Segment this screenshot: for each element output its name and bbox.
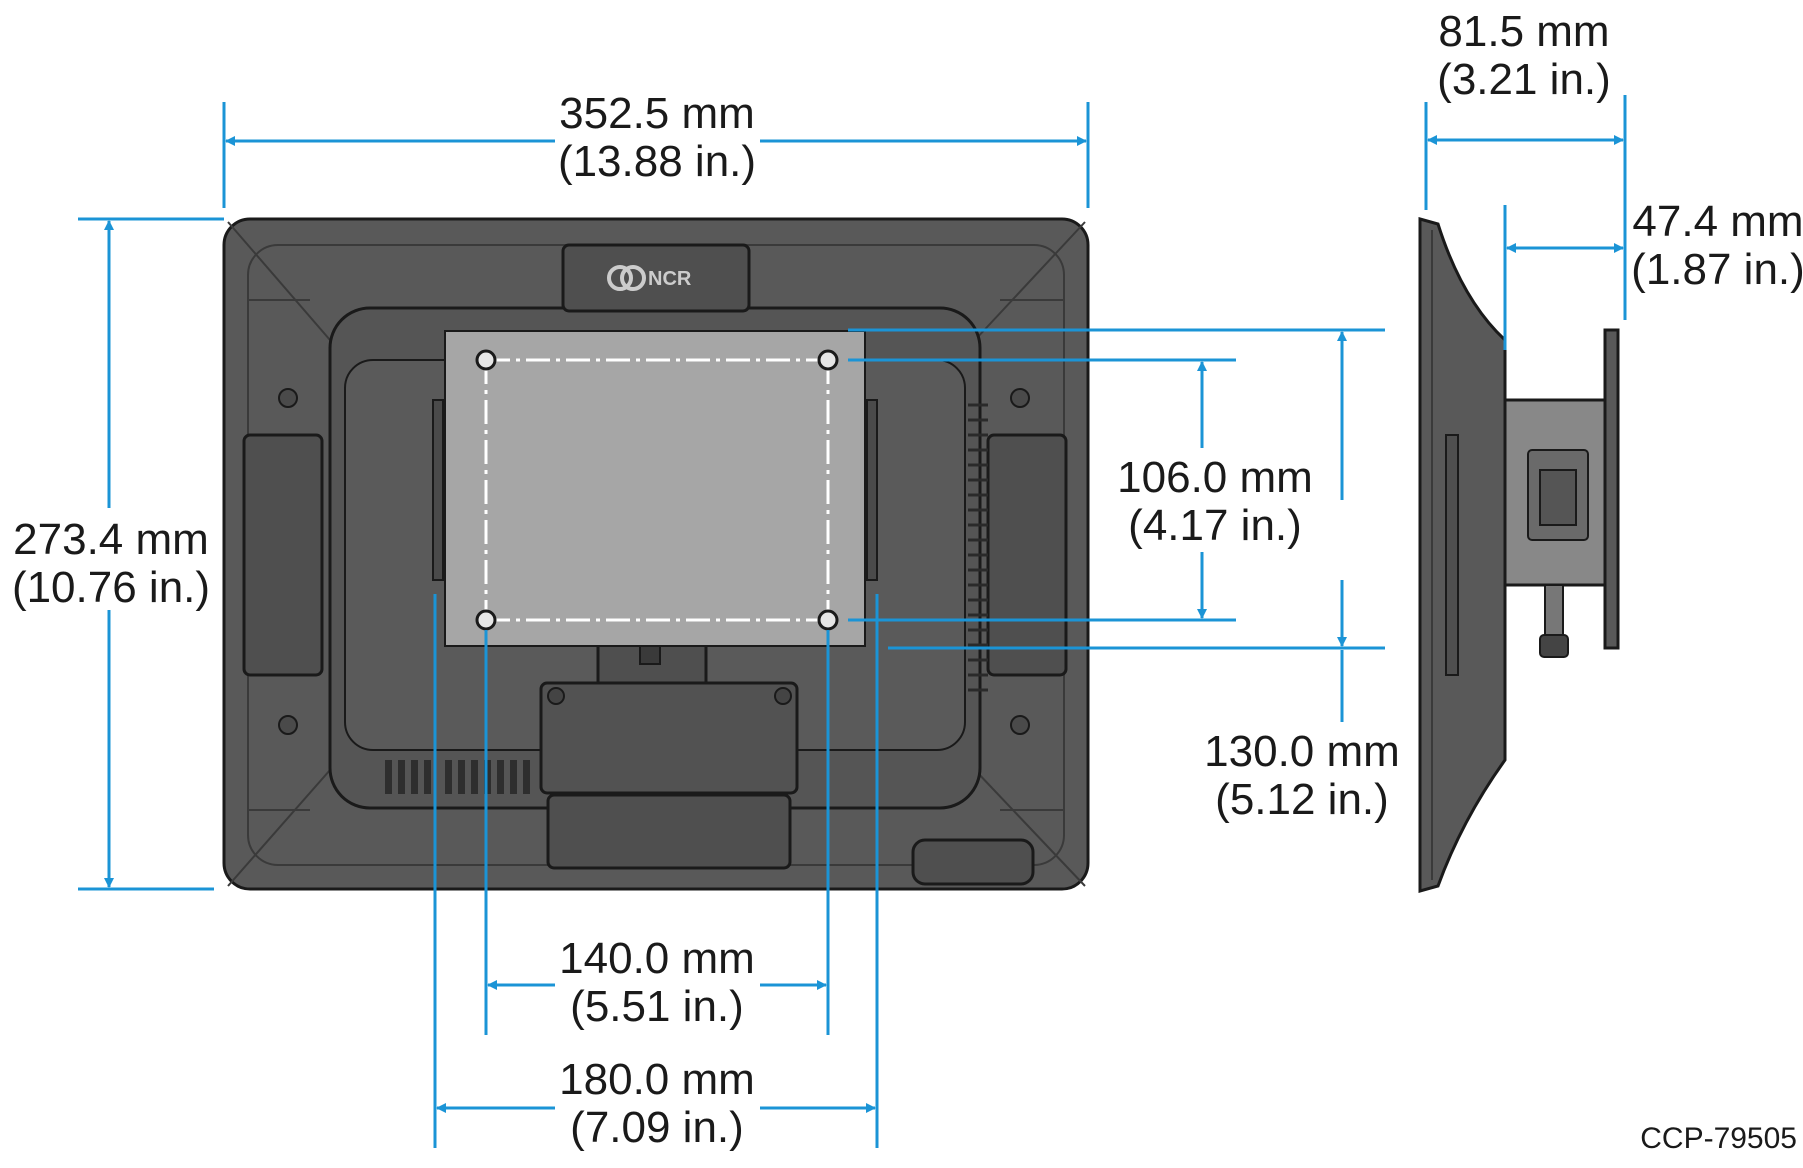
vesa-plate [444, 330, 866, 647]
inner-vertical-in: (4.17 in.) [1128, 501, 1302, 550]
cable-cover [546, 793, 792, 870]
side-bezel-strip [1445, 434, 1459, 676]
inner-horizontal-mm: 140.0 mm [559, 934, 755, 983]
side-thumbscrew-head [1539, 634, 1569, 658]
side-depth-in: (3.21 in.) [1437, 55, 1611, 104]
mounting-holes [475, 349, 839, 631]
side-latch-inner [1539, 469, 1577, 526]
figure-code: CCP-79505 [1640, 1122, 1797, 1155]
side-thumbscrew-stem [1544, 584, 1564, 636]
io-bracket [539, 681, 799, 795]
side-mount-plate [1603, 328, 1620, 650]
outer-vertical-in: (5.12 in.) [1215, 775, 1389, 824]
overall-height-mm: 273.4 mm [13, 515, 209, 564]
mounting-hole-top-right [817, 349, 839, 371]
corner-facets [227, 221, 1086, 887]
ncr-logo-icon [607, 265, 646, 291]
outer-vertical-mm: 130.0 mm [1204, 727, 1400, 776]
io-bracket-screws [547, 687, 792, 705]
dimension-lines [78, 95, 1627, 1148]
rear-view: NCR [222, 217, 1090, 891]
side-view [1418, 217, 1620, 893]
plate-side-tabs [432, 399, 878, 581]
side-depth-mm: 81.5 mm [1438, 7, 1609, 56]
overall-width-mm: 352.5 mm [559, 89, 755, 138]
right-vent-ribs [968, 403, 988, 692]
mounting-hole-bottom-right [817, 609, 839, 631]
mounting-pattern-lines [484, 358, 830, 622]
dimension-labels: 352.5 mm (13.88 in.) 273.4 mm (10.76 in.… [12, 7, 1803, 1152]
logo-tab [561, 243, 751, 313]
mounting-hole-top-left [475, 349, 497, 371]
logo-text: NCR [648, 268, 692, 290]
side-housing [1418, 217, 1507, 893]
bracket-depth-in: (1.87 in.) [1631, 245, 1803, 294]
outer-horizontal-in: (7.09 in.) [570, 1103, 744, 1152]
overall-width-in: (13.88 in.) [558, 137, 756, 186]
overall-height-in: (10.76 in.) [12, 563, 210, 612]
right-side-module [986, 433, 1068, 677]
mounting-hole-bottom-left [475, 609, 497, 631]
bracket-depth-mm: 47.4 mm [1632, 197, 1803, 246]
left-side-module [242, 433, 324, 677]
outer-horizontal-mm: 180.0 mm [559, 1055, 755, 1104]
inner-vertical-mm: 106.0 mm [1117, 453, 1313, 502]
bottom-latch [911, 838, 1035, 886]
housing-screw-holes [278, 388, 1030, 735]
inner-horizontal-in: (5.51 in.) [570, 982, 744, 1031]
